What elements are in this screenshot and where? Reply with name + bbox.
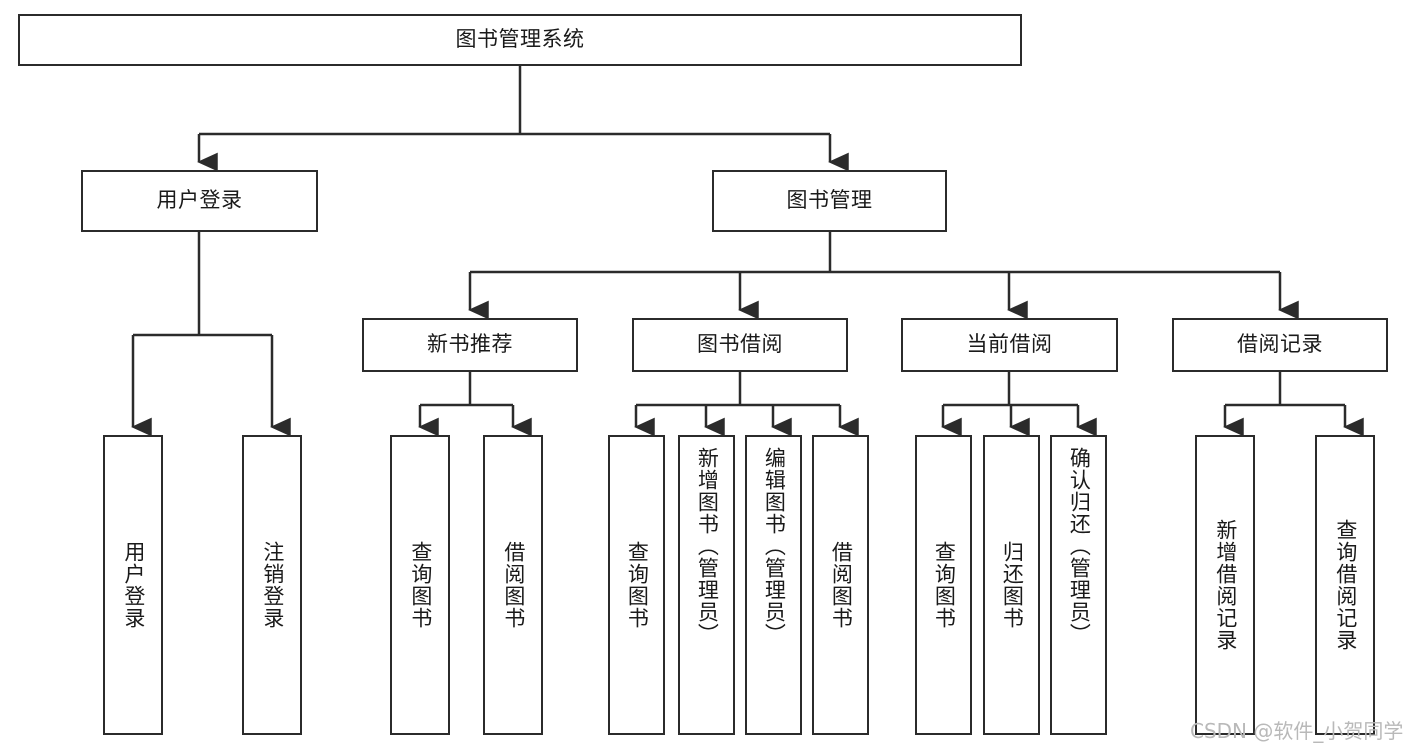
node-leaf-logout-label: 注销登录: [260, 541, 285, 629]
node-leaf-query-book-3-label: 查询图书: [932, 541, 957, 629]
node-leaf-add-record[interactable]: 新增借阅记录: [1195, 435, 1255, 735]
node-leaf-add-book[interactable]: 新增图书（管理员）: [678, 435, 735, 735]
node-book-borrow-label: 图书借阅: [697, 332, 783, 357]
node-leaf-edit-book-label: 编辑图书（管理员）: [762, 447, 787, 645]
node-root[interactable]: 图书管理系统: [18, 14, 1022, 66]
node-leaf-user-login-label: 用户登录: [121, 541, 146, 629]
csdn-watermark: CSDN @软件_小贺同学: [1190, 719, 1404, 743]
node-current-borrow[interactable]: 当前借阅: [901, 318, 1118, 372]
node-borrow-record[interactable]: 借阅记录: [1172, 318, 1388, 372]
node-new-book-recommend-label: 新书推荐: [427, 332, 513, 357]
node-leaf-borrow-book-2-label: 借阅图书: [829, 541, 854, 629]
node-book-manage[interactable]: 图书管理: [712, 170, 947, 232]
node-leaf-add-record-label: 新增借阅记录: [1213, 519, 1238, 651]
node-leaf-add-book-label: 新增图书（管理员）: [695, 447, 720, 645]
node-leaf-confirm-return-label: 确认归还（管理员）: [1067, 447, 1092, 645]
node-leaf-query-record[interactable]: 查询借阅记录: [1315, 435, 1375, 735]
node-leaf-borrow-book-2[interactable]: 借阅图书: [812, 435, 869, 735]
node-leaf-query-record-label: 查询借阅记录: [1333, 519, 1358, 651]
node-user-login[interactable]: 用户登录: [81, 170, 318, 232]
node-leaf-user-login[interactable]: 用户登录: [103, 435, 163, 735]
node-current-borrow-label: 当前借阅: [966, 332, 1053, 357]
node-leaf-logout[interactable]: 注销登录: [242, 435, 302, 735]
node-new-book-recommend[interactable]: 新书推荐: [362, 318, 578, 372]
node-user-login-label: 用户登录: [156, 188, 243, 213]
node-leaf-query-book-1-label: 查询图书: [408, 541, 433, 629]
node-leaf-borrow-book-1-label: 借阅图书: [501, 541, 526, 629]
node-leaf-confirm-return[interactable]: 确认归还（管理员）: [1050, 435, 1107, 735]
node-leaf-return-book-label: 归还图书: [1000, 541, 1025, 629]
node-leaf-borrow-book-1[interactable]: 借阅图书: [483, 435, 543, 735]
node-book-borrow[interactable]: 图书借阅: [632, 318, 848, 372]
node-leaf-edit-book[interactable]: 编辑图书（管理员）: [745, 435, 802, 735]
node-root-label: 图书管理系统: [455, 27, 585, 52]
node-leaf-query-book-2-label: 查询图书: [625, 541, 650, 629]
node-leaf-query-book-3[interactable]: 查询图书: [915, 435, 972, 735]
node-book-manage-label: 图书管理: [786, 188, 873, 213]
node-borrow-record-label: 借阅记录: [1237, 332, 1323, 357]
node-leaf-return-book[interactable]: 归还图书: [983, 435, 1040, 735]
node-leaf-query-book-1[interactable]: 查询图书: [390, 435, 450, 735]
node-leaf-query-book-2[interactable]: 查询图书: [608, 435, 665, 735]
